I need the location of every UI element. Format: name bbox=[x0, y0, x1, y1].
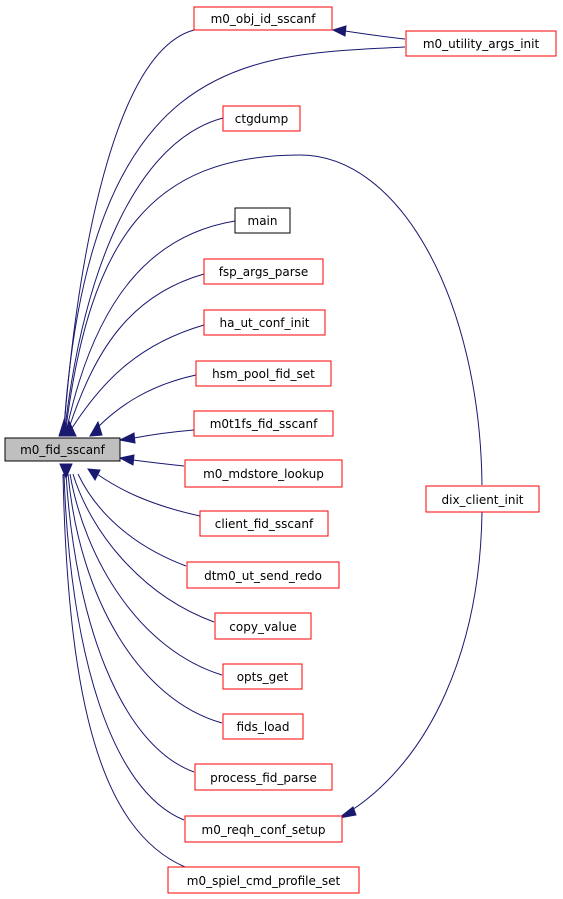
node-fsp_args_parse[interactable]: fsp_args_parse bbox=[203, 258, 324, 285]
edge-dix_client_init bbox=[65, 154, 483, 486]
node-label: m0_obj_id_sscanf bbox=[211, 12, 317, 26]
node-box bbox=[405, 30, 557, 57]
node-label: ctgdump bbox=[235, 112, 288, 126]
edge-process_fid_parse bbox=[65, 473, 195, 773]
node-dtm0_ut_send_redo[interactable]: dtm0_ut_send_redo bbox=[186, 561, 340, 589]
node-box bbox=[195, 360, 332, 387]
node-box bbox=[4, 437, 121, 462]
node-label: dtm0_ut_send_redo bbox=[204, 569, 322, 583]
node-box bbox=[199, 510, 329, 537]
edge-opts_get bbox=[69, 473, 223, 676]
node-label: m0_mdstore_lookup bbox=[203, 467, 324, 481]
node-box bbox=[193, 6, 333, 31]
node-label: m0t1fs_fid_sscanf bbox=[210, 417, 318, 431]
edge-m0_mdstore_lookup bbox=[132, 459, 185, 467]
node-m0t1fs_fid_sscanf[interactable]: m0t1fs_fid_sscanf bbox=[193, 410, 334, 437]
node-box bbox=[184, 459, 343, 488]
node-box bbox=[222, 713, 304, 740]
node-label: hsm_pool_fid_set bbox=[212, 367, 315, 381]
edge-client_fid_sscanf bbox=[96, 473, 201, 517]
node-box bbox=[222, 105, 301, 132]
node-m0_spiel_cmd_profile_set[interactable]: m0_spiel_cmd_profile_set bbox=[167, 866, 360, 894]
node-ha_ut_conf_init[interactable]: ha_ut_conf_init bbox=[203, 309, 326, 336]
node-box bbox=[203, 258, 324, 285]
node-opts_get[interactable]: opts_get bbox=[222, 663, 303, 690]
node-box bbox=[194, 763, 333, 791]
node-box bbox=[214, 612, 312, 640]
node-m0_obj_id_sscanf[interactable]: m0_obj_id_sscanf bbox=[193, 6, 333, 31]
edges bbox=[62, 29, 483, 868]
node-box bbox=[167, 866, 360, 894]
arrowhead-into-m0_obj_id_sscanf bbox=[331, 25, 347, 37]
node-m0_mdstore_lookup[interactable]: m0_mdstore_lookup bbox=[184, 459, 343, 488]
node-label: opts_get bbox=[237, 670, 289, 684]
node-label: m0_fid_sscanf bbox=[20, 443, 106, 457]
edge-ctgdump bbox=[64, 117, 224, 429]
node-box bbox=[203, 309, 326, 336]
edge-main bbox=[66, 220, 236, 429]
node-label: fsp_args_parse bbox=[219, 265, 309, 279]
node-m0_utility_args_init[interactable]: m0_utility_args_init bbox=[405, 30, 557, 57]
node-box bbox=[222, 663, 303, 690]
arrowhead-into-m0_fid_sscanf-bottom-1 bbox=[87, 468, 101, 482]
node-ctgdump[interactable]: ctgdump bbox=[222, 105, 301, 132]
edge-copy_value bbox=[72, 473, 215, 623]
arrowhead-into-m0_fid_sscanf-top-3 bbox=[89, 420, 103, 437]
node-box bbox=[184, 815, 343, 843]
edge-dtm0_ut_send_redo bbox=[77, 473, 187, 567]
node-label: ha_ut_conf_init bbox=[219, 316, 309, 330]
node-m0_fid_sscanf[interactable]: m0_fid_sscanf bbox=[4, 437, 121, 462]
node-label: dix_client_init bbox=[442, 493, 524, 507]
arrowheads bbox=[58, 25, 357, 819]
node-label: fids_load bbox=[236, 720, 289, 734]
node-process_fid_parse[interactable]: process_fid_parse bbox=[194, 763, 333, 791]
node-label: client_fid_sscanf bbox=[215, 517, 314, 531]
node-hsm_pool_fid_set[interactable]: hsm_pool_fid_set bbox=[195, 360, 332, 387]
node-label: copy_value bbox=[229, 620, 296, 634]
arrowhead-into-m0_fid_sscanf-bottom-2 bbox=[59, 463, 73, 480]
node-fids_load[interactable]: fids_load bbox=[222, 713, 304, 740]
node-label: main bbox=[248, 214, 278, 228]
node-label: m0_reqh_conf_setup bbox=[202, 823, 326, 837]
edge-ha_ut_conf_init bbox=[71, 324, 205, 429]
edge-m0_spiel_cmd_profile_set bbox=[62, 473, 186, 868]
node-client_fid_sscanf[interactable]: client_fid_sscanf bbox=[199, 510, 329, 537]
node-dix_client_init[interactable]: dix_client_init bbox=[425, 485, 540, 513]
edge-m0_utility_args_init bbox=[63, 46, 406, 429]
node-box bbox=[193, 410, 334, 437]
arrowhead-into-m0_reqh_conf_setup bbox=[338, 806, 357, 819]
edge-hsm_pool_fid_set bbox=[96, 374, 197, 429]
arrowhead-into-m0_fid_sscanf-right-2 bbox=[118, 454, 135, 466]
node-box bbox=[425, 485, 540, 513]
node-label: process_fid_parse bbox=[210, 771, 317, 785]
arrowhead-into-m0_fid_sscanf-right-1 bbox=[118, 432, 136, 444]
edge-m0_reqh_conf_setup bbox=[63, 473, 185, 821]
node-box bbox=[234, 207, 291, 234]
node-main[interactable]: main bbox=[234, 207, 291, 234]
node-copy_value[interactable]: copy_value bbox=[214, 612, 312, 640]
node-box bbox=[186, 561, 340, 589]
edge-m0_reqh_conf_setup-to-dix_client_init bbox=[348, 511, 483, 813]
node-m0_reqh_conf_setup[interactable]: m0_reqh_conf_setup bbox=[184, 815, 343, 843]
edge-m0_utility_args_init-to-m0_obj_id_sscanf bbox=[344, 30, 406, 40]
node-label: m0_utility_args_init bbox=[423, 37, 540, 51]
edge-fsp_args_parse bbox=[68, 273, 205, 429]
edge-fids_load bbox=[67, 473, 223, 724]
edge-m0t1fs_fid_sscanf bbox=[133, 429, 195, 439]
arrowhead-into-m0_fid_sscanf-top-2 bbox=[65, 419, 77, 437]
node-label: m0_spiel_cmd_profile_set bbox=[187, 874, 341, 888]
